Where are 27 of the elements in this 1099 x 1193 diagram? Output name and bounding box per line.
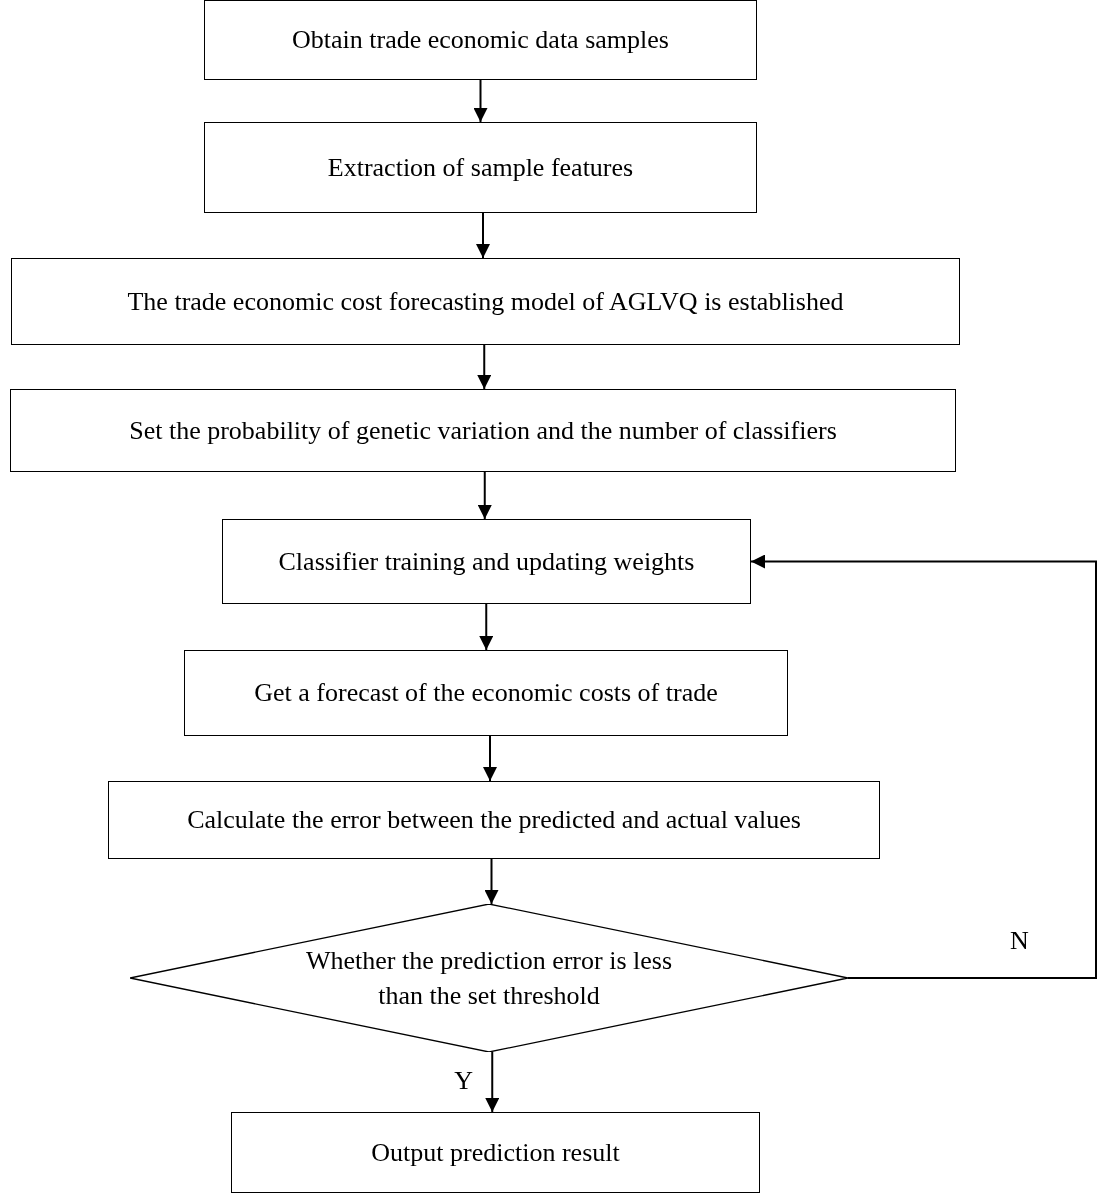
step-text: The trade economic cost forecasting model of AGLVQ is established [127, 285, 844, 318]
process-box [204, 0, 757, 80]
arrow [485, 1051, 500, 1113]
arrow [476, 212, 490, 259]
step-text: Get a forecast of the economic costs of trade [254, 677, 718, 710]
step-text: Output prediction result [371, 1136, 620, 1169]
decision-diamond [130, 904, 848, 1052]
arrow [477, 471, 492, 520]
arrow [473, 79, 488, 123]
arrow [479, 603, 494, 651]
arrow [484, 858, 499, 905]
step-text: Classifier training and updating weights [278, 545, 695, 578]
step-text: Set the probability of genetic variation and the number of classifiers [129, 414, 837, 447]
step-text: Whether the prediction error is less than the set threshold [305, 944, 673, 1012]
process-box [11, 258, 960, 345]
step-text: Obtain trade economic data samples [292, 24, 669, 57]
process-box [10, 389, 956, 472]
step-text: Calculate the error between the predicted and actual values [187, 804, 801, 837]
process-box [108, 781, 880, 859]
process-box [222, 519, 751, 604]
arrow [750, 554, 1097, 979]
arrow [483, 735, 497, 782]
process-box [231, 1112, 760, 1193]
process-box [204, 122, 757, 213]
step-text: Extraction of sample features [327, 151, 634, 184]
process-box [184, 650, 788, 736]
arrow [477, 344, 492, 390]
